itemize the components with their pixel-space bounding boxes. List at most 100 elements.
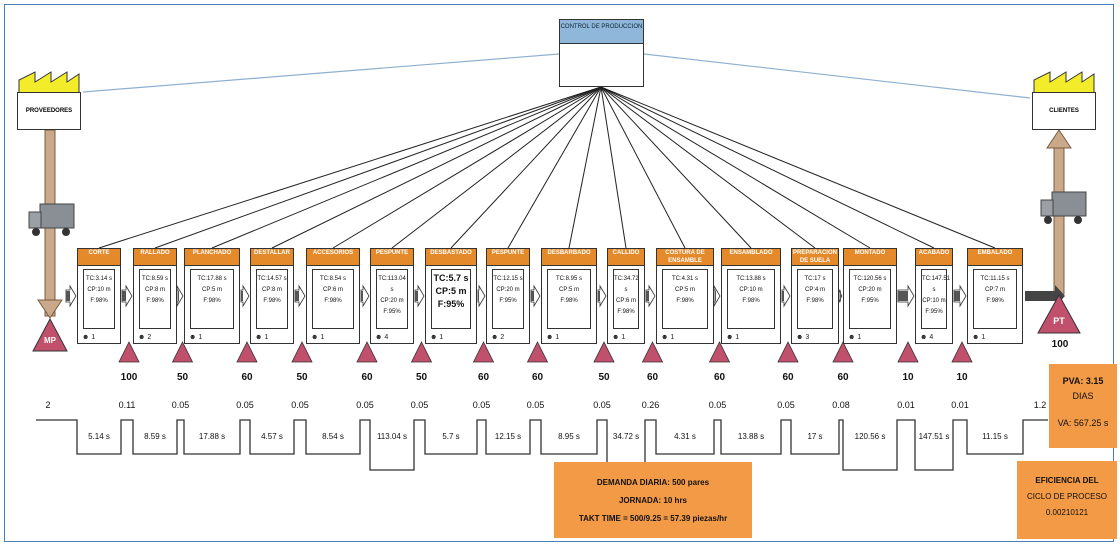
waiting-time: 0.05 [356,400,374,410]
operator-value: 2 [147,334,152,341]
push-arrow-fill [178,291,179,301]
operator-icon: ☻ [796,334,806,341]
process-metric: CP:6 m [322,287,343,293]
control-link [600,86,627,249]
process-metric: TC:11.15 s [980,276,1010,282]
operator-icon: ☻ [848,334,858,341]
push-arrow-fill [715,291,716,301]
inventory-qty: 50 [296,372,308,383]
inventory-qty: 60 [713,372,726,383]
push-arrow-fill [646,291,649,301]
production-control: CONTROL DE PRODUCCION [559,19,644,87]
operator-icon: ☻ [138,334,148,341]
operator-icon: ☻ [972,334,982,341]
info-link [82,53,560,93]
raw-material-label: MP [44,336,56,345]
process-name: MONTADO [844,249,896,266]
inventory-triangle [951,341,973,363]
inventory-qty: 60 [241,372,253,383]
control-links [82,53,1031,249]
operator-value: 1 [91,334,96,341]
supply-arrow-head [37,299,63,319]
lead-time-pva: PVA: 3.15 [1062,376,1104,386]
operator-count: ☻ 1 [972,334,985,341]
operator-icon: ☻ [255,334,265,341]
waiting-time: 0.05 [708,400,727,410]
control-link [271,86,602,249]
process-name: CALLIDO [608,249,644,266]
inventory-qty: 50 [598,372,610,383]
cycle-time: 13.88 s [737,432,765,441]
waiting-time: 0.05 [410,400,429,410]
diagram-frame [4,4,1114,542]
inventory-qty: 60 [782,372,794,383]
process-metric: F:98% [90,298,108,304]
operator-count: ☻ 1 [546,334,559,341]
push-arrow [176,284,184,308]
operator-count: ☻ 1 [661,334,674,341]
operator-count: ☻ 1 [189,334,202,341]
inventory-triangle [236,341,258,363]
operator-value: 3 [805,334,810,341]
process-name: PESPUNTE [487,249,529,266]
process-name: ACABADO [916,249,952,266]
process-name: CORTE [78,249,120,266]
factory-roof-icon [1033,71,1095,94]
inventory-qty: 100 [120,372,138,383]
inventory-triangle [118,341,140,363]
operator-value: 1 [439,334,444,341]
operator-value: 2 [500,334,505,341]
process-metric: TC:8.95 s [555,276,582,282]
waiting-time: 0.05 [171,400,190,410]
cycle-time: 5.14 s [88,432,110,441]
operator-count: ☻ 4 [920,334,933,341]
push-arrow-fill [598,291,600,301]
inventory-triangle-icon [1037,293,1081,334]
push-arrow [477,284,486,308]
efficiency-subtitle: CICLO DE PROCESO [1026,492,1107,501]
process-metric: TC:8.54 s [319,276,346,282]
waiting-time: 0.05 [777,400,795,410]
cycle-time: 8.59 s [144,432,166,441]
push-arrow [713,284,721,308]
push-arrow-fill [122,291,126,301]
waiting-time: 0.05 [593,400,611,410]
process-metric: CP:10 m [739,287,763,293]
finished-goods-qty: 100 [1051,339,1069,350]
finished-goods-inventory: PT [1037,293,1081,334]
lead-time-box: PVA: 3.15 DIAS VA: 567.25 s [1049,364,1117,448]
waiting-time: 1.2 [1033,400,1047,410]
control-link [600,86,752,249]
operator-icon: ☻ [311,334,321,341]
cycle-time: 11.15 s [982,432,1008,441]
waiting-time: 0.26 [641,400,660,410]
control-link [600,86,686,249]
process-metric: TC:113.04 s [378,276,406,293]
waiting-time: 0.01 [897,400,915,410]
operator-value: 1 [320,334,325,341]
operator-count: ☻ 1 [612,334,625,341]
operator-icon: ☻ [375,334,385,341]
inventory-triangle [777,341,799,363]
customer-label: CLIENTES [1032,92,1096,130]
process-metric: CP:4 m [804,287,825,293]
inventory-triangle [526,341,549,363]
inventory-qty: 60 [361,372,373,383]
process-metric: TC:147.51 s [922,276,951,293]
inventory-triangle [832,341,854,363]
process-metric: F:98% [560,298,578,304]
process-name: DESBARBADO [542,249,596,266]
process-metric: CP:10 m [922,298,946,304]
process-name: PREPARACION DE SUELA [792,249,838,266]
